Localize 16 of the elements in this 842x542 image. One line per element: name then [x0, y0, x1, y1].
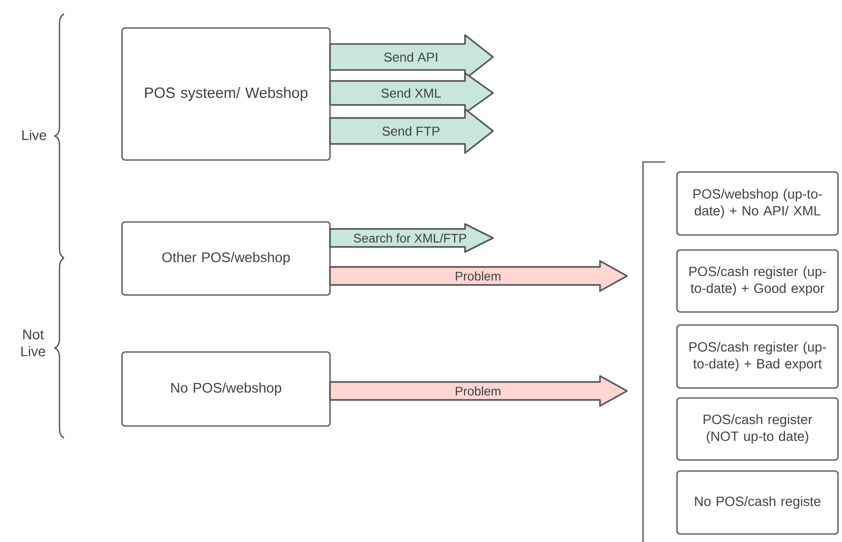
process-box: POS/cash register (NOT up-to date)	[676, 397, 839, 461]
process-box: Other POS/webshop	[121, 221, 331, 296]
process-box: No POS/webshop	[121, 351, 331, 427]
process-box: No POS/cash registe	[676, 470, 839, 535]
process-box: POS systeem/ Webshop	[121, 27, 331, 161]
process-box: POS/cash register (up-to-date) + Bad export	[676, 324, 839, 389]
edge-label: Send XML	[380, 87, 442, 99]
group-label: Not Live	[21, 330, 46, 356]
edge-label: Send API	[382, 51, 440, 63]
block-arrow	[329, 260, 628, 292]
edge-label: Search for XML/FTP	[352, 232, 468, 244]
group-label: Live	[22, 130, 46, 140]
block-arrow	[329, 375, 628, 407]
edge-label: Send FTP	[380, 125, 442, 137]
process-box: POS/webshop (up-to-date) + No API/ XML	[676, 171, 839, 236]
process-box: POS/cash register (up-to-date) + Good expor	[676, 249, 839, 313]
